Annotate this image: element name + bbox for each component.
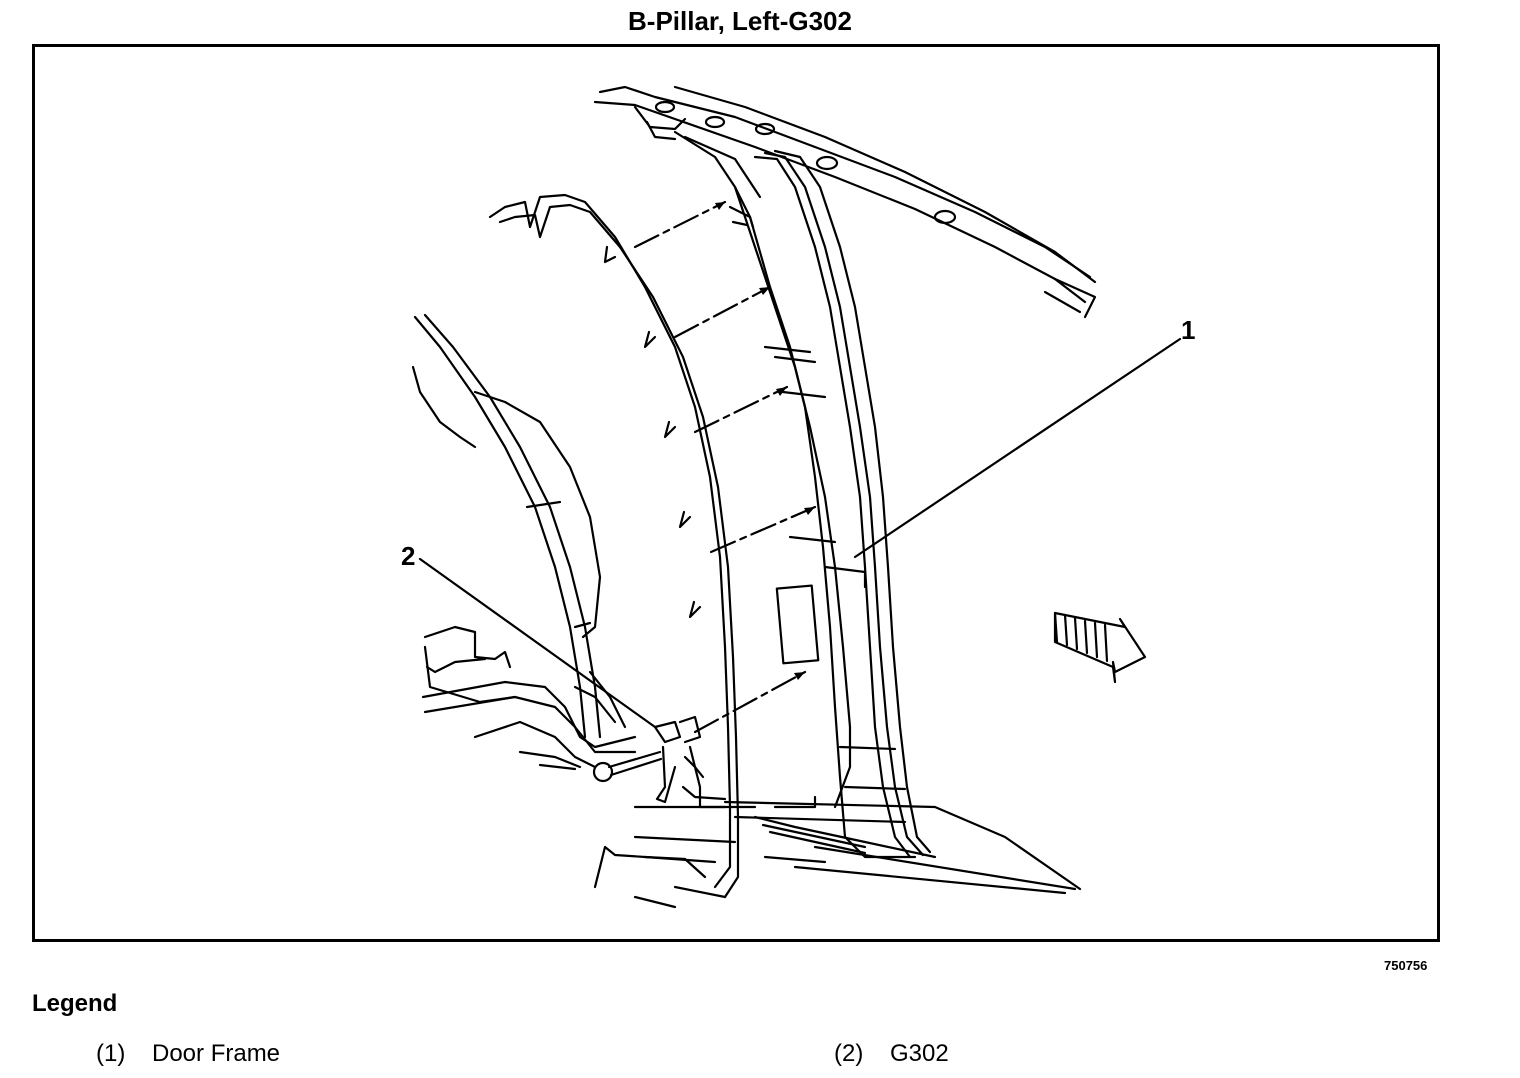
door-frame [673, 130, 932, 859]
legend-item-number: (1) [96, 1040, 126, 1067]
callout-1-label: 1 [1181, 315, 1195, 345]
legend-item-text: Door Frame [152, 1040, 281, 1067]
legend-item-text: G302 [890, 1040, 949, 1067]
legend-heading: Legend [32, 990, 118, 1017]
g302-ground [592, 715, 727, 809]
legend-item-number: (2) [834, 1040, 864, 1067]
callout-1-leader [853, 337, 1182, 559]
quarter-panel [411, 313, 602, 739]
diagram-frame: 1 2 [32, 44, 1440, 942]
forward-arrow-icon [1053, 611, 1147, 684]
legend-item-door-frame: (1) Door Frame [96, 1040, 280, 1068]
diagram-title: B-Pillar, Left-G302 [628, 6, 852, 36]
alignment-leaders [633, 200, 817, 734]
roof-rail [593, 85, 1097, 319]
b-pillar-illustration: 1 2 [401, 85, 1195, 909]
figure-id: 750756 [1384, 958, 1428, 973]
door-seal [488, 193, 740, 899]
callout-2-leader [418, 557, 657, 729]
callout-2-label: 2 [401, 541, 415, 571]
floor-structure [421, 625, 1082, 909]
legend-item-g302: (2) G302 [834, 1040, 949, 1068]
